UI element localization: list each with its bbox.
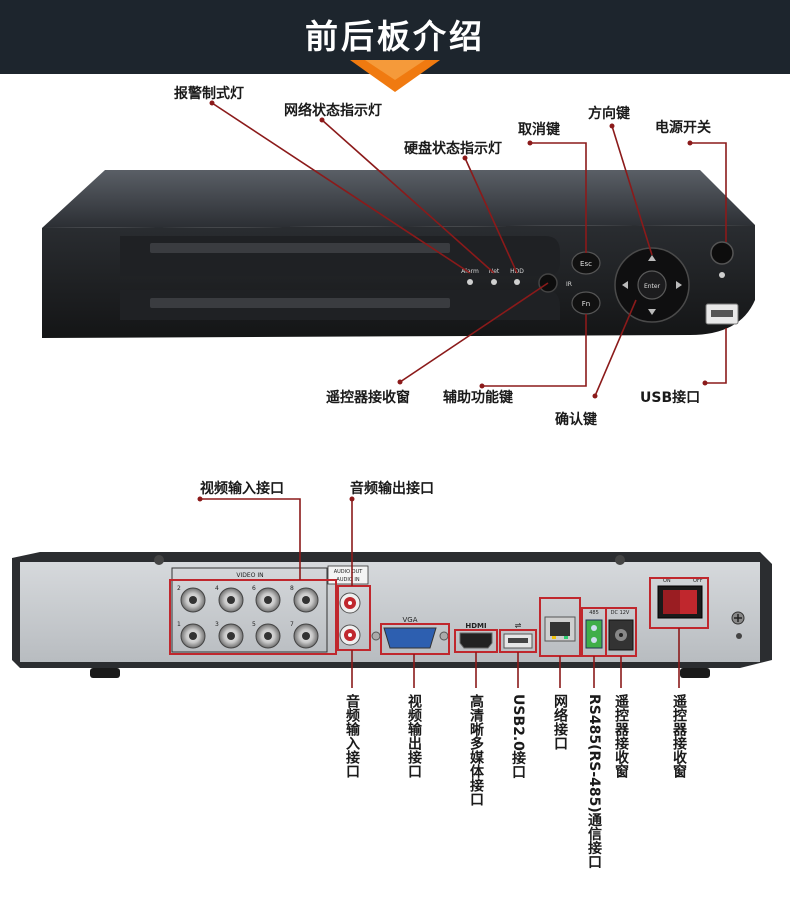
label-hdmi: 高清晰多媒体接口 (468, 694, 484, 806)
label-remote-receiver: 遥控器接收窗 (326, 390, 410, 406)
rs485-mark: 485 (589, 610, 599, 616)
on-mark: ON (663, 578, 671, 584)
off-mark: OFF (693, 578, 703, 584)
label-video-in: 视频输入接口 (200, 481, 284, 497)
label-usb2: USB2.0接口 (510, 694, 526, 779)
net-mark: Net (489, 268, 500, 275)
svg-text:⇌: ⇌ (515, 621, 522, 630)
rear-dvr: VIDEO IN 2 4 6 8 1 3 5 7 AUDIO OUT AUDIO… (12, 552, 772, 678)
esc-mark: Esc (580, 260, 592, 268)
audio-out-mark: AUDIO OUT (334, 569, 364, 575)
alarm-mark: Alarm (461, 268, 479, 275)
label-network: 网络接口 (552, 694, 568, 750)
enter-mark: Enter (644, 283, 661, 290)
label-direction-key: 方向键 (588, 106, 630, 122)
label-video-out: 视频输出接口 (406, 694, 422, 778)
dc-mark: DC 12V (611, 610, 630, 616)
label-usb-port: USB接口 (640, 390, 701, 406)
video-in-mark: VIDEO IN (236, 572, 263, 579)
bnc-label-3: 3 (215, 621, 219, 628)
label-cancel-key: 取消键 (518, 122, 560, 138)
bnc-label-7: 7 (290, 621, 294, 628)
front-dvr: Alarm Net HDD IR Esc Fn Enter (42, 170, 755, 338)
label-rs485: RS485(RS-485)通信接口 (586, 694, 602, 869)
label-audio-in: 音频输入接口 (344, 694, 360, 778)
hdmi-mark: HDMI (465, 622, 486, 630)
label-hdd-light: 硬盘状态指示灯 (404, 141, 502, 157)
audio-in-mark: AUDIO IN (336, 577, 359, 583)
label-network-light: 网络状态指示灯 (284, 103, 382, 119)
bnc-label-5: 5 (252, 621, 256, 628)
label-audio-out: 音频输出接口 (350, 481, 434, 497)
ir-mark: IR (566, 281, 572, 288)
rear-callouts (200, 498, 680, 688)
label-confirm-key: 确认键 (555, 412, 597, 428)
bnc-label-4: 4 (215, 585, 219, 592)
bnc-label-6: 6 (252, 585, 256, 592)
bnc-label-2: 2 (177, 585, 181, 592)
fn-mark: Fn (582, 300, 590, 308)
bnc-label-1: 1 (177, 621, 181, 628)
page-title: 前后板介绍 (305, 17, 485, 56)
front-callouts (211, 102, 727, 397)
label-remote-receiver-rear-2: 遥控器接收窗 (671, 694, 687, 778)
label-power-switch: 电源开关 (655, 120, 711, 136)
bnc-label-8: 8 (290, 585, 294, 592)
label-remote-receiver-rear: 遥控器接收窗 (613, 694, 629, 778)
vga-mark: VGA (402, 616, 417, 624)
label-alarm-light: 报警制式灯 (174, 86, 244, 102)
banner-arrow-icon (350, 60, 440, 92)
bnc-connectors (180, 587, 319, 649)
label-fn-key: 辅助功能键 (443, 390, 513, 406)
